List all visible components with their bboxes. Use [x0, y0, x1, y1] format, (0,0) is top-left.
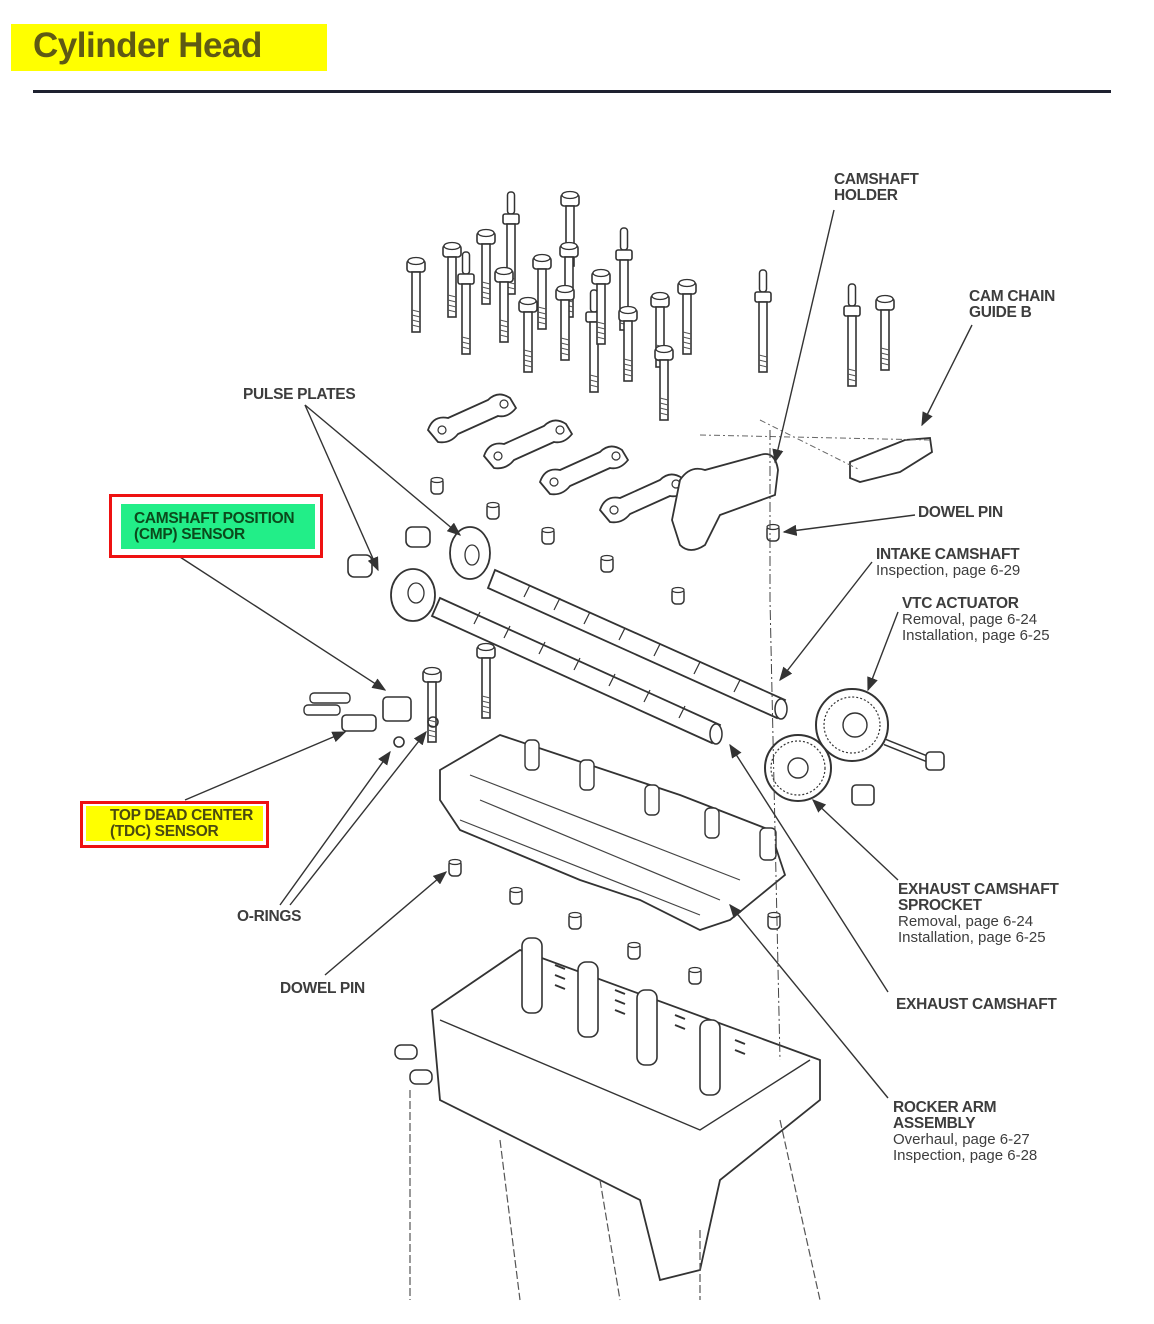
- exhaust-camshaft-drawing: [430, 596, 723, 745]
- tdc-sensor-highlight: TOP DEAD CENTER (TDC) SENSOR: [86, 806, 263, 841]
- page-title: Cylinder Head: [33, 26, 262, 65]
- label-vtc-actuator: VTC ACTUATOR Removal, page 6-24 Installa…: [902, 595, 1050, 644]
- label-intake-camshaft: INTAKE CAMSHAFT Inspection, page 6-29: [876, 546, 1021, 579]
- tdc-sensor-highlight-border: [80, 801, 269, 848]
- label-o-rings: O-RINGS: [237, 908, 302, 925]
- label-cam-chain-guide-b: CAM CHAIN GUIDE B: [969, 288, 1055, 321]
- label-camshaft-holder: CAMSHAFT HOLDER: [834, 171, 919, 204]
- intake-camshaft-drawing: [486, 568, 788, 720]
- label-pulse-plates: PULSE PLATES: [243, 386, 356, 403]
- label-rocker-arm-assembly: ROCKER ARM ASSEMBLY Overhaul, page 6-27 …: [893, 1099, 1038, 1164]
- label-exhaust-camshaft-sprocket: EXHAUST CAMSHAFT SPROCKET Removal, page …: [898, 881, 1059, 946]
- cmp-sensor-highlight: CAMSHAFT POSITION (CMP) SENSOR: [121, 504, 315, 549]
- label-exhaust-camshaft: EXHAUST CAMSHAFT: [896, 996, 1057, 1013]
- rocker-arm-assembly-drawing: [439, 734, 787, 931]
- page-title-banner: Cylinder Head: [11, 24, 327, 71]
- header-divider: [33, 90, 1111, 93]
- label-dowel-pin-lower: DOWEL PIN: [280, 980, 365, 997]
- cmp-sensor-highlight-border: [109, 494, 323, 558]
- cylinder-head-drawing: [394, 937, 821, 1301]
- head-bolts: [406, 190, 895, 421]
- label-dowel-pin-upper: DOWEL PIN: [918, 504, 1003, 521]
